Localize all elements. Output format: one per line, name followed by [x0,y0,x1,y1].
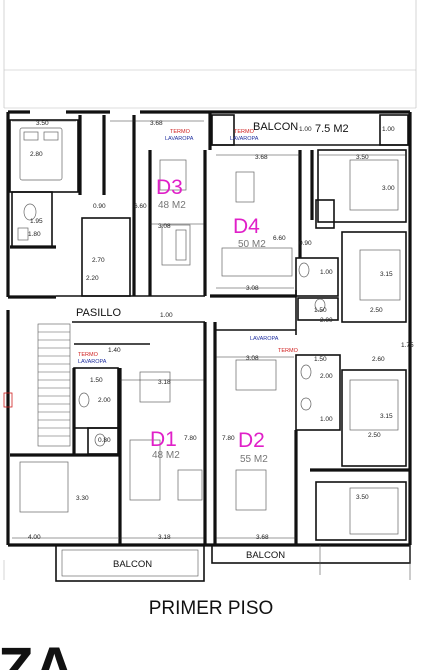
dim: 3.30 [76,495,89,502]
dim: 1.50 [90,377,103,384]
dim: 1.00 [320,269,333,276]
unit-d4 [210,114,409,335]
apt-d1-id: D1 [150,428,177,451]
dim: 3.00 [382,185,395,192]
apt-d2-id: D2 [238,429,265,452]
dim: 3.15 [380,271,393,278]
tag-lavaropa-corr: LAVAROPA [250,336,279,342]
dim: 2.00 [320,317,333,324]
dim: 2.80 [30,151,43,158]
tag-termo-d4: TERMO [234,129,255,135]
dim: 2.20 [86,275,99,282]
dim: 2.70 [92,257,105,264]
unit-d3 [9,115,207,297]
stair [3,323,71,447]
dim: 1.95 [30,218,43,225]
dim: 4.00 [28,534,41,541]
dim: 3.50 [356,494,369,501]
dim: 3.50 [356,154,369,161]
corridor-label: PASILLO [76,307,121,319]
balcony-label-d2: BALCON [246,550,285,561]
unit-d1 [10,343,203,545]
apt-d2-area: 55 M2 [240,454,268,465]
balcony-area: 7.5 M2 [315,123,349,135]
page-title: PRIMER PISO [149,598,274,619]
tag-lavaropa-d3: LAVAROPA [165,136,194,142]
dim: 7.80 [184,435,197,442]
dim: 3.18 [158,534,171,541]
dim: 3.15 [380,413,393,420]
dim: 3.08 [246,285,259,292]
dim: 1.50 [314,307,327,314]
dim: 2.50 [368,432,381,439]
apt-d3-id: D3 [156,176,183,199]
upper-frame [3,0,417,109]
dim: 3.50 [36,120,49,127]
dim: 1.75 [401,342,414,349]
dim: 2.00 [320,373,333,380]
bottom-partial-text: ZA [0,636,75,670]
dim: 1.00 [320,416,333,423]
dim: 0.90 [93,203,106,210]
dim: 2.00 [98,397,111,404]
tag-lavaropa-d1: LAVAROPA [78,359,107,365]
dim: 2.60 [372,356,385,363]
dim: 3.68 [255,154,268,161]
dim: 6.60 [273,235,286,242]
dimension-lines [12,120,406,539]
dim: 3.68 [150,120,163,127]
corridor [7,295,296,545]
tag-termo-d1: TERMO [78,352,99,358]
bottom-balconies [3,544,411,582]
tag-lavaropa-d4: LAVAROPA [230,136,259,142]
dim: 3.18 [158,379,171,386]
dim: 3.08 [158,223,171,230]
unit-d2 [235,354,410,545]
apt-d1-area: 48 M2 [152,450,180,461]
dim: 7.80 [222,435,235,442]
balcony-label-top: BALCON [253,121,298,133]
apt-d4-area: 50 M2 [238,239,266,250]
dim: 1.00 [382,126,395,133]
dim: 1.00 [160,312,173,319]
dim: 3.68 [256,534,269,541]
dim: 1.80 [28,231,41,238]
dim: 3.08 [246,355,259,362]
apt-d3-area: 48 M2 [158,200,186,211]
dim: 6.60 [134,203,147,210]
dim: 0.80 [98,437,111,444]
apt-d4-id: D4 [233,215,260,238]
dim: 1.00 [299,126,312,133]
tag-termo-corr: TERMO [278,348,299,354]
dim: 1.50 [314,356,327,363]
dim: 1.40 [108,347,121,354]
dim: 2.50 [370,307,383,314]
dim: 0.90 [299,240,312,247]
balcony-label-d1: BALCON [113,559,152,570]
tag-termo-d3: TERMO [170,129,191,135]
